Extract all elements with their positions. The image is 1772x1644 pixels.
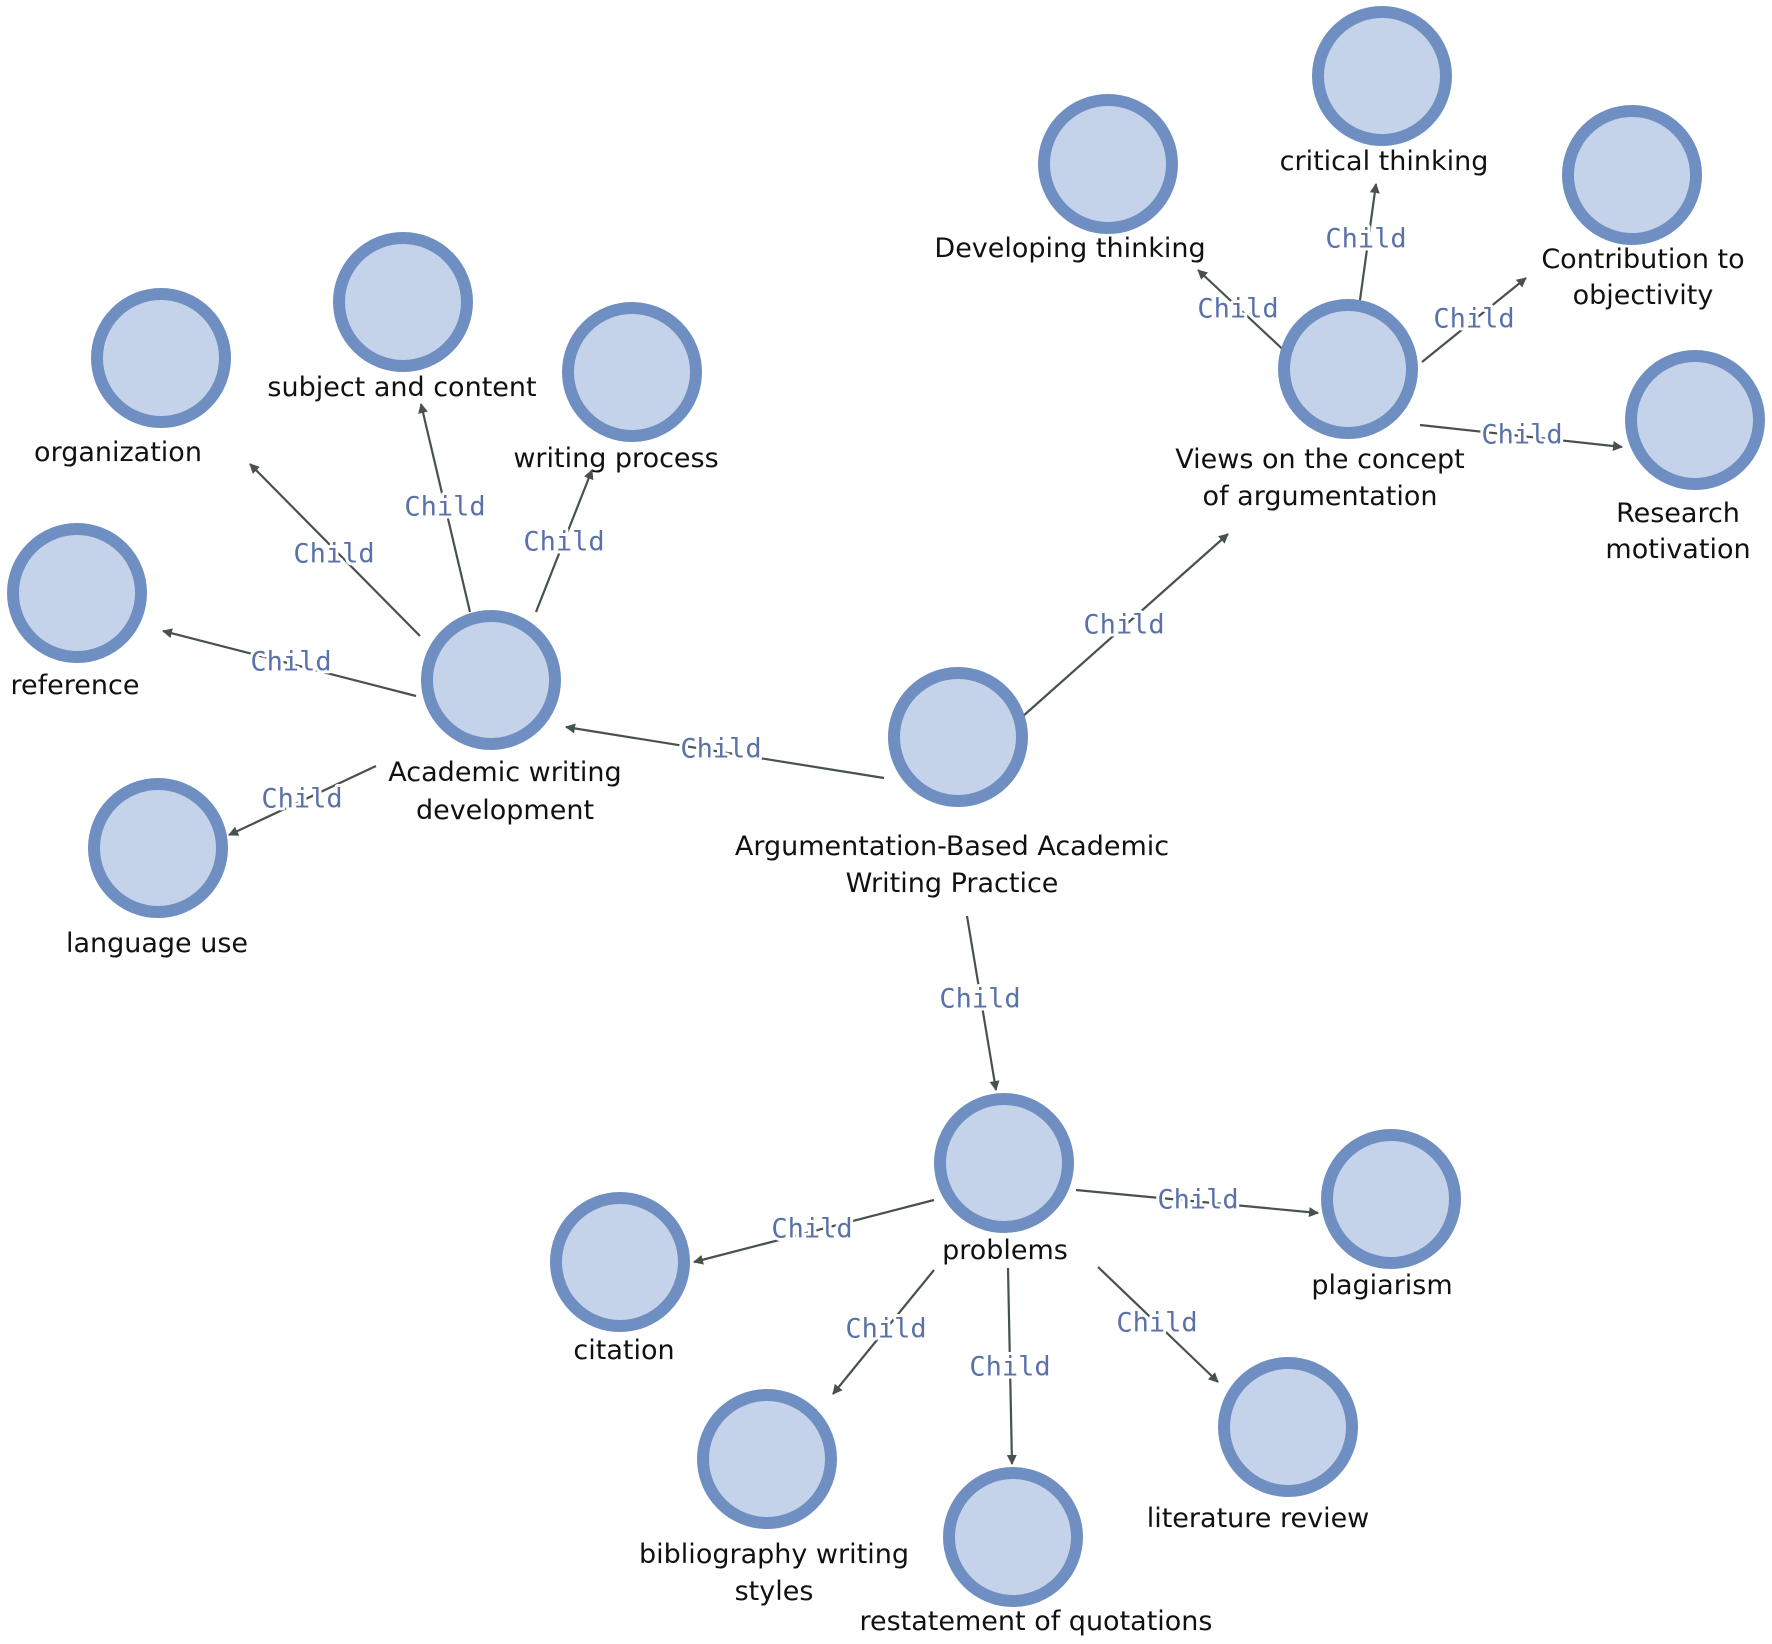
node-bibliography-label: bibliography writing [639, 1539, 909, 1570]
node-bibliography-circle[interactable] [697, 1389, 837, 1529]
edge-label: Child [939, 984, 1020, 1015]
node-problems-label: problems [942, 1235, 1068, 1266]
node-subject-circle[interactable] [333, 232, 473, 372]
node-restatement-label: restatement of quotations [859, 1606, 1212, 1637]
node-litreview-circle[interactable] [1218, 1357, 1358, 1497]
node-contribution-circle[interactable] [1562, 105, 1702, 245]
edge-label: Child [250, 647, 331, 678]
edge-label: Child [845, 1314, 926, 1345]
node-citation-circle[interactable] [550, 1192, 690, 1332]
edge-arrow [1075, 1188, 1319, 1218]
node-views-label: Views on the concept [1175, 444, 1465, 475]
edge-arrow [534, 469, 594, 613]
node-reference-label: reference [11, 670, 140, 701]
node-research-circle[interactable] [1625, 350, 1765, 490]
edge-root-to-problems: Child [936, 915, 1024, 1091]
edge-awd-to-subject: Child [401, 403, 489, 613]
edge-problems-to-citation: Child [693, 1198, 935, 1265]
node-bibliography-label: styles [735, 1576, 814, 1607]
node-awd-label: Academic writing [388, 757, 621, 788]
node-critical-label: critical thinking [1280, 146, 1489, 177]
edge-label: Child [1481, 420, 1562, 451]
edge-arrow [565, 723, 885, 780]
edge-arrow [418, 403, 472, 613]
edge-problems-to-plagiarism: Child [1075, 1182, 1319, 1219]
node-research-label: Research [1616, 498, 1740, 529]
edge-root-to-awd: Child [565, 723, 885, 780]
edge-awd-to-language: Child [228, 765, 377, 836]
edge-arrow [1419, 423, 1623, 451]
edge-awd-to-writingproc: Child [520, 469, 608, 613]
edge-arrow [1021, 533, 1229, 718]
node-contribution-label: Contribution to [1541, 244, 1744, 275]
node-organization-label: organization [34, 437, 202, 468]
edge-label: Child [523, 527, 604, 558]
edge-awd-to-organization: Child [249, 463, 421, 637]
edge-arrow [965, 915, 1000, 1091]
node-organization-circle[interactable] [91, 288, 231, 428]
edge-arrow [162, 628, 417, 698]
edge-label: Child [1325, 224, 1406, 255]
edge-problems-to-restatement: Child [966, 1267, 1054, 1465]
edge-arrow [693, 1198, 935, 1265]
edge-arrow [1421, 277, 1527, 363]
edge-arrow [249, 463, 421, 637]
edge-views-to-critical: Child [1322, 183, 1410, 301]
nodes-layer [7, 6, 1765, 1607]
edge-label: Child [404, 492, 485, 523]
node-language-circle[interactable] [88, 778, 228, 918]
edge-label: Child [1083, 610, 1164, 641]
edge-label: Child [293, 539, 374, 570]
node-root-label: Writing Practice [846, 868, 1059, 899]
node-awd-label: development [416, 795, 594, 826]
edge-label: Child [1116, 1308, 1197, 1339]
edge-views-to-contribution: Child [1421, 277, 1527, 363]
node-plagiarism-circle[interactable] [1321, 1129, 1461, 1269]
node-awd-circle[interactable] [421, 610, 561, 750]
node-restatement-circle[interactable] [943, 1467, 1083, 1607]
edge-views-to-developing: Child [1194, 269, 1293, 359]
edge-arrow [1358, 183, 1380, 301]
node-views-circle[interactable] [1278, 299, 1418, 439]
node-problems-circle[interactable] [934, 1093, 1074, 1233]
edge-label: Child [969, 1352, 1050, 1383]
edge-awd-to-reference: Child [162, 628, 417, 698]
edge-label: Child [1197, 294, 1278, 325]
edge-problems-to-bibliography: Child [832, 1269, 935, 1395]
node-plagiarism-label: plagiarism [1311, 1270, 1452, 1301]
edge-root-to-views: Child [1021, 533, 1229, 718]
node-subject-label: subject and content [267, 372, 536, 403]
edge-label: Child [1433, 304, 1514, 335]
edge-arrow [1197, 269, 1293, 359]
node-reference-circle[interactable] [7, 523, 147, 663]
edge-label: Child [1157, 1185, 1238, 1216]
edge-label: Child [680, 734, 761, 765]
edge-arrow [228, 765, 377, 836]
node-citation-label: citation [573, 1335, 674, 1366]
node-writingproc-circle[interactable] [562, 302, 702, 442]
edge-views-to-research: Child [1419, 417, 1623, 454]
node-writingproc-label: writing process [513, 443, 718, 474]
edge-problems-to-litreview: Child [1097, 1266, 1219, 1383]
node-root-label: Argumentation-Based Academic [735, 831, 1169, 862]
edge-arrow [832, 1269, 935, 1395]
node-language-label: language use [66, 928, 248, 959]
edges-layer: ChildChildChildChildChildChildChildChild… [162, 183, 1623, 1465]
node-developing-circle[interactable] [1038, 94, 1178, 234]
node-research-label: motivation [1605, 534, 1750, 565]
node-developing-label: Developing thinking [934, 233, 1205, 264]
node-root-circle[interactable] [888, 667, 1028, 807]
edge-arrow [1006, 1267, 1017, 1465]
node-critical-circle[interactable] [1312, 6, 1452, 146]
edge-label: Child [771, 1214, 852, 1245]
node-litreview-label: literature review [1147, 1503, 1370, 1534]
node-views-label: of argumentation [1203, 481, 1438, 512]
edge-label: Child [261, 784, 342, 815]
node-contribution-label: objectivity [1573, 280, 1714, 311]
edge-arrow [1097, 1266, 1219, 1383]
